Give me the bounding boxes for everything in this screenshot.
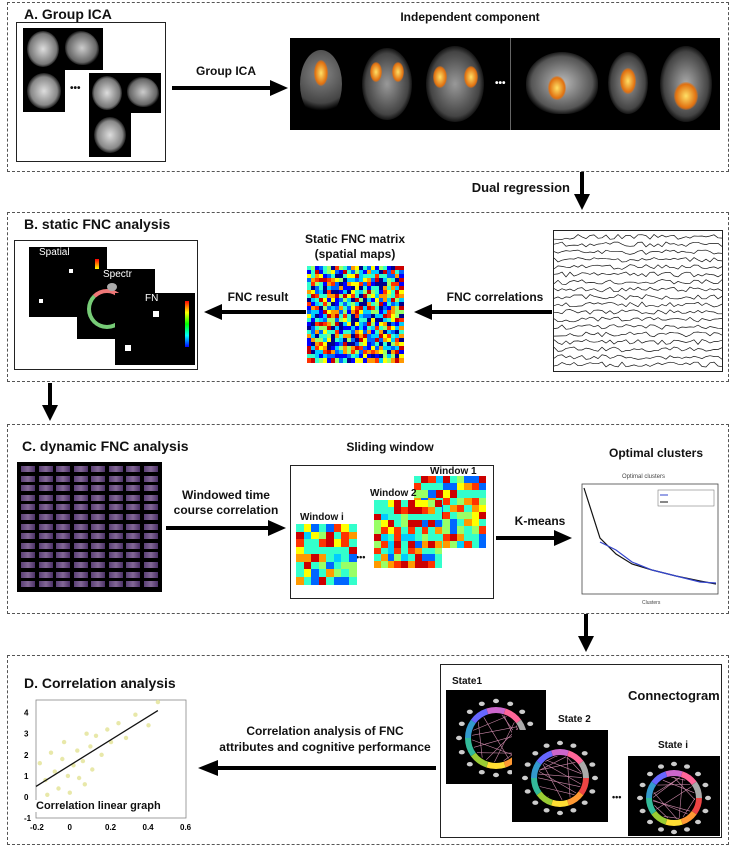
window-i-matrix: [296, 524, 357, 585]
scatter-point: [84, 731, 89, 736]
independent-component-images: •••: [290, 38, 720, 130]
b-to-c-arrow: [42, 383, 58, 421]
scatter-point: [75, 748, 80, 753]
scatter-point: [133, 712, 138, 717]
window-1-label: Window 1: [430, 466, 477, 477]
sliding-window-label: Sliding window: [346, 440, 434, 454]
panel-c: [7, 424, 729, 614]
scatter-point: [37, 761, 42, 766]
static-fnc-matrix: [307, 266, 404, 363]
state-2-connectogram: [512, 730, 608, 822]
card-fn: FN: [115, 293, 195, 365]
windowed-label-2: course correlation: [173, 503, 279, 517]
svg-text:Optimal clusters: Optimal clusters: [622, 474, 665, 480]
x-tick-label: 0: [68, 823, 73, 832]
fnc-result-arrow: [204, 304, 306, 320]
fnc-result-label: FNC result: [227, 290, 289, 304]
x-tick-label: 0.4: [143, 823, 155, 832]
fmri-slice-1: [23, 28, 103, 70]
ellipsis: •••: [495, 78, 506, 89]
y-tick-label: 4: [24, 709, 29, 718]
windowed-arrow: [166, 520, 286, 536]
scatter-point: [99, 752, 104, 757]
scatter-point: [88, 744, 93, 749]
connectogram-label: Connectogram: [628, 688, 720, 703]
x-tick-label: -0.2: [30, 823, 44, 832]
windowed-label-1: Windowed time: [182, 488, 270, 502]
static-fnc-label-2: (spatial maps): [314, 247, 396, 261]
state-i-connectogram: [628, 756, 720, 836]
correlation-arrow-label-2: attributes and cognitive performance: [219, 740, 431, 754]
panel-b: [7, 212, 729, 382]
fnc-result-box: Spatial Spectr FN: [14, 240, 198, 370]
scatter-point: [93, 733, 99, 738]
window-2-label: Window 2: [370, 488, 417, 499]
raw-fmri-box: •••: [16, 22, 166, 162]
correlation-arrow: [198, 760, 436, 776]
scatter-point: [90, 767, 95, 772]
y-tick-label: 0: [24, 793, 29, 802]
dual-regression-label: Dual regression: [471, 180, 570, 195]
scatter-point: [45, 792, 50, 797]
state-2-label: State 2: [558, 714, 591, 725]
scatter-point: [82, 782, 88, 787]
panel-d-title: D. Correlation analysis: [24, 675, 176, 691]
static-fnc-label-1: Static FNC matrix: [304, 232, 406, 246]
svg-text:Clusters: Clusters: [642, 600, 661, 606]
kmeans-label: K-means: [514, 514, 566, 528]
fnc-correlations-label: FNC correlations: [446, 290, 544, 304]
y-tick-label: -1: [24, 814, 32, 823]
kmeans-arrow: [496, 530, 572, 546]
panel-b-title: B. static FNC analysis: [24, 216, 171, 232]
dual-regression-arrow: [574, 172, 590, 210]
scatter-point: [76, 775, 82, 781]
scatter-point: [61, 739, 67, 745]
panel-d: [7, 655, 729, 845]
time-courses: [554, 233, 722, 368]
group-ica-arrow-label: Group ICA: [196, 64, 256, 78]
ellipsis: •••: [612, 792, 622, 802]
fmri-slice-4: [89, 113, 131, 157]
correlation-scatter-plot: -0.2 0 0.2 0.4 0.6 -1 0 1 2 3 4: [24, 699, 192, 832]
x-tick-label: 0.6: [180, 823, 192, 832]
independent-component-label: Independent component: [400, 10, 540, 24]
panel-a-title: A. Group ICA: [24, 6, 112, 22]
scatter-point: [60, 756, 65, 762]
y-tick-label: 3: [24, 730, 29, 739]
fmri-slice-3: [89, 73, 161, 113]
state-i-label: State i: [658, 740, 689, 751]
time-course-box: [553, 230, 723, 372]
scatter-point: [52, 769, 57, 774]
state-1-label: State1: [452, 676, 483, 687]
group-ica-arrow: [172, 80, 288, 96]
correlation-arrow-label-1: Correlation analysis of FNC: [246, 724, 404, 738]
scatter-point: [123, 735, 129, 741]
scatter-point: [105, 727, 110, 732]
scatter-point: [56, 786, 61, 791]
scatter-point: [48, 750, 54, 755]
scatter-point: [155, 699, 161, 705]
c-to-d-arrow: [578, 614, 594, 652]
correlation-graph-label: Correlation linear graph: [34, 800, 163, 812]
ellipsis: •••: [70, 83, 81, 94]
scatter-point: [65, 773, 71, 779]
scatter-point: [67, 790, 72, 795]
window-2-matrix: [374, 500, 443, 569]
scatter-point: [80, 758, 86, 764]
ellipsis: •••: [356, 552, 366, 562]
scatter-point: [116, 721, 121, 726]
fnc-correlations-arrow: [414, 304, 552, 320]
optimal-clusters-label: Optimal clusters: [608, 446, 704, 460]
y-tick-label: 1: [24, 772, 29, 781]
time-course-grid: [17, 462, 162, 592]
panel-a: [7, 2, 729, 172]
y-tick-label: 2: [24, 751, 29, 760]
fit-line: [35, 709, 159, 787]
panel-c-title: C. dynamic FNC analysis: [22, 438, 189, 454]
optimal-clusters-plot: Optimal clusters Clusters: [581, 474, 719, 606]
window-i-label: Window i: [300, 512, 344, 523]
scatter-point: [146, 723, 151, 728]
fmri-slice-2: [23, 70, 65, 112]
x-tick-label: 0.2: [105, 823, 117, 832]
